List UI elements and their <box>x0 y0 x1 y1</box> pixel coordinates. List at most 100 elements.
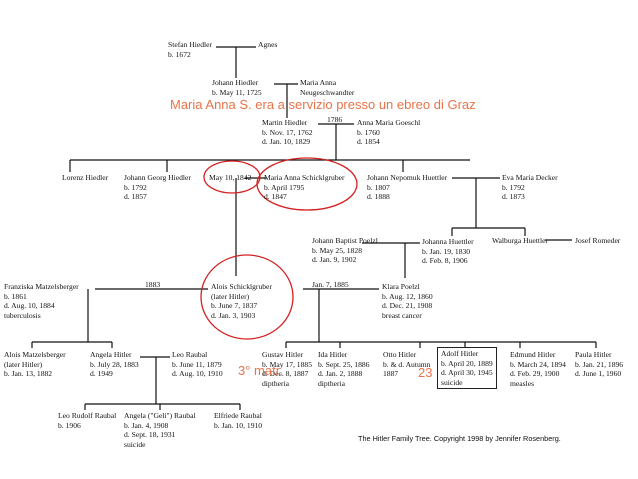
person-death: d. 1888 <box>367 192 390 201</box>
person-death: d. 1854 <box>357 137 380 146</box>
person-name: Stefan Hiedler <box>168 40 213 49</box>
person-death: d. 1857 <box>124 192 147 201</box>
person-name: Walburga Huettler <box>492 236 548 245</box>
person-cause: diptheria <box>262 378 289 388</box>
person-death: d. April 30, 1945 <box>441 368 493 377</box>
person-name: Angela Hitler <box>90 350 132 359</box>
person-leo-rudolf-raubal: Leo Rudolf Raubal b. 1906 <box>58 411 116 430</box>
person-name: Martin Hiedler <box>262 118 308 127</box>
person-maria-schicklgruber: Maria Anna Schicklgruber b. April 1795 d… <box>264 173 345 202</box>
person-name: Leo Raubal <box>172 350 208 359</box>
person-birth: b. April 1795 <box>264 182 305 192</box>
person-name: Edmund Hitler <box>510 350 556 359</box>
person-name: Elfriede Raubal <box>214 411 262 420</box>
person-cause: tuberculosis <box>4 310 41 320</box>
person-name: Otto Hitler <box>383 350 417 359</box>
person-death: d. 1949 <box>90 369 113 378</box>
person-name: Johanna Huettler <box>422 237 474 246</box>
person-name: Agnes <box>258 40 278 49</box>
person-gustav-hitler: Gustav Hitler b. May 17, 1885 d. Dec. 8,… <box>262 350 312 388</box>
person-birth: b. Aug. 12, 1860 <box>382 291 433 301</box>
person-otto-hitler: Otto Hitler b. & d. Autumn 1887 <box>383 350 430 379</box>
person-name: Angela ("Geli") Raubal <box>124 411 196 420</box>
marriage-year-1883: 1883 <box>145 280 161 289</box>
person-note: (later Hitler) <box>4 359 43 369</box>
marriage-date-1885: Jan. 7, 1885 <box>312 280 349 289</box>
person-birth: b. Jan. 13, 1882 <box>4 369 53 378</box>
person-name: Eva Maria Decker <box>502 173 558 182</box>
person-birth: b. Jan. 21, 1896 <box>575 359 624 369</box>
person-paula-hitler: Paula Hitler b. Jan. 21, 1896 d. June 1,… <box>575 350 623 379</box>
copyright-caption: The Hitler Family Tree. Copyright 1998 b… <box>358 434 561 443</box>
person-birth: b. 1792 <box>124 182 147 192</box>
person-johanna-huettler: Johanna Huettler b. Jan. 19, 1830 d. Feb… <box>422 237 474 266</box>
person-stefan-hiedler: Stefan Hiedler b. 1672 <box>168 40 212 59</box>
person-birth: b. June 11, 1879 <box>172 359 222 369</box>
person-maria-anna-neugeschwandter: Maria Anna Neugeschwandter <box>300 78 354 97</box>
annotation-note: Maria Anna S. era a servizio presso un e… <box>170 97 476 112</box>
person-birth: b. 1672 <box>168 49 191 59</box>
circle-maria-schicklgruber <box>256 157 358 211</box>
person-cause: suicide <box>124 439 146 449</box>
person-name: Klara Poelzl <box>382 282 420 291</box>
person-death: d. June 1, 1960 <box>575 369 622 378</box>
person-name: Franziska Matzelsberger <box>4 282 79 291</box>
person-death: d. Dec. 8, 1887 <box>262 369 309 378</box>
person-josef-romeder: Josef Romeder <box>575 236 620 246</box>
person-death: d. 1847 <box>264 192 287 201</box>
person-cause: suicide <box>441 377 463 387</box>
person-johann-poelzl: Johann Baptist Poelzl b. May 25, 1828 d.… <box>312 236 378 265</box>
person-name: Alois Matzelsberger <box>4 350 66 359</box>
person-alois-matzelsberger: Alois Matzelsberger (later Hitler) b. Ja… <box>4 350 66 379</box>
person-death: d. Feb. 8, 1906 <box>422 256 468 265</box>
person-cause: measles <box>510 378 535 388</box>
person-birth: b. May 17, 1885 <box>262 359 312 369</box>
person-birth: b. 1906 <box>58 420 81 430</box>
person-name: Paula Hitler <box>575 350 612 359</box>
person-name: Johann Georg Hiedler <box>124 173 191 182</box>
person-death: d. Sept. 18, 1931 <box>124 430 176 439</box>
person-surname: Neugeschwandter <box>300 87 355 97</box>
person-name: Lorenz Hiedler <box>62 173 109 182</box>
person-name: Johann Nepomuk Huettler <box>367 173 448 182</box>
person-death: d. Aug. 10, 1884 <box>4 301 55 310</box>
person-birth: b. & d. Autumn <box>383 359 431 369</box>
person-martin-hiedler: Martin Hiedler b. Nov. 17, 1762 d. Jan. … <box>262 118 313 147</box>
person-anna-goeschl: Anna Maria Goeschl b. 1760 d. 1854 <box>357 118 420 147</box>
person-birth: b. 1807 <box>367 182 390 192</box>
person-name: Leo Rudolf Raubal <box>58 411 117 420</box>
person-birth: b. July 28, 1883 <box>90 359 139 369</box>
person-cause: breast cancer <box>382 310 422 320</box>
person-cause: diptheria <box>318 378 345 388</box>
person-leo-raubal: Leo Raubal b. June 11, 1879 d. Aug. 10, … <box>172 350 223 379</box>
person-birth: b. Sept. 25, 1886 <box>318 359 370 369</box>
person-agnes: Agnes <box>258 40 277 50</box>
person-birth: b. June 7, 1837 <box>211 301 258 310</box>
person-death: d. Aug. 10, 1910 <box>172 369 223 378</box>
person-birth: b. Jan. 10, 1910 <box>214 420 263 430</box>
person-klara-poelzl: Klara Poelzl b. Aug. 12, 1860 d. Dec. 21… <box>382 282 433 320</box>
person-geli-raubal: Angela ("Geli") Raubal b. Jan. 4, 1908 d… <box>124 411 196 449</box>
circle-marriage-date <box>203 160 261 194</box>
person-name: Johann Baptist Poelzl <box>312 236 378 245</box>
person-name: Johann Hiedler <box>212 78 259 87</box>
person-birth: b. Jan. 4, 1908 <box>124 420 169 430</box>
person-johann-hiedler: Johann Hiedler b. May 11, 1725 <box>212 78 262 97</box>
person-birth: b. April 20, 1889 <box>441 358 493 368</box>
person-name: Anna Maria Goeschl <box>357 118 421 127</box>
circle-alois <box>200 254 294 340</box>
person-franziska-matzelsberger: Franziska Matzelsberger b. 1861 d. Aug. … <box>4 282 79 320</box>
person-death: d. 1873 <box>502 192 525 201</box>
person-birth: b. 1861 <box>4 291 27 301</box>
person-name: Adolf Hitler <box>441 349 479 358</box>
marriage-date-1842: May 10, 1842 <box>209 173 252 182</box>
person-death: d. Jan. 3, 1903 <box>211 310 256 320</box>
person-death: d. Jan. 9, 1902 <box>312 255 357 264</box>
person-name: Maria Anna <box>300 78 337 87</box>
person-edmund-hitler: Edmund Hitler b. March 24, 1894 d. Feb. … <box>510 350 566 388</box>
person-birth: b. Nov. 17, 1762 <box>262 127 313 137</box>
person-johann-georg-hiedler: Johann Georg Hiedler b. 1792 d. 1857 <box>124 173 191 202</box>
marriage-year-1786: 1786 <box>327 115 343 124</box>
annotation-age-23: 23 <box>418 365 433 380</box>
